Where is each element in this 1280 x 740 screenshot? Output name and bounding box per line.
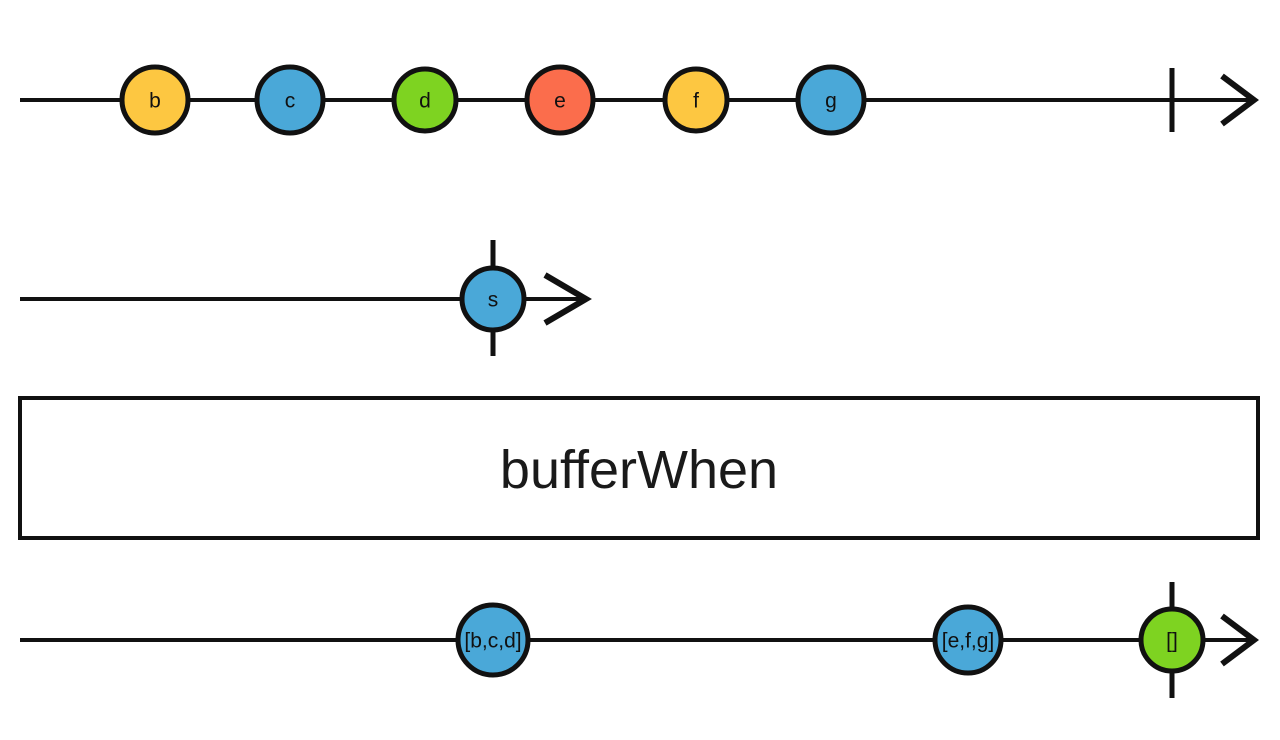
- marble-d-label: d: [419, 90, 431, 113]
- marble-c-label: c: [285, 90, 296, 113]
- marble-b-circle[interactable]: [119, 64, 191, 136]
- marble-buffer-empty-circle[interactable]: [1138, 606, 1206, 674]
- marble-g-circle[interactable]: [795, 64, 867, 136]
- marble-d[interactable]: d: [391, 66, 459, 134]
- operator-box-group: bufferWhen: [18, 396, 1260, 540]
- source-timeline-arrowhead: [1220, 73, 1259, 127]
- marble-b-label: b: [149, 90, 161, 113]
- marble-buffer-empty-label: []: [1166, 630, 1178, 653]
- source-timeline: b c d e f g: [20, 64, 1259, 136]
- marble-buffer-bcd-circle[interactable]: [455, 602, 531, 678]
- marble-b[interactable]: b: [119, 64, 191, 136]
- marble-g-label: g: [825, 90, 837, 113]
- operator-title: bufferWhen: [500, 440, 778, 500]
- marble-buffer-bcd-label: [b,c,d]: [464, 630, 521, 653]
- marble-buffer-efg[interactable]: [e,f,g]: [932, 604, 1004, 676]
- marble-f-label: f: [693, 90, 699, 113]
- marble-buffer-efg-label: [e,f,g]: [942, 630, 995, 653]
- marble-c[interactable]: c: [254, 64, 326, 136]
- marble-e-circle[interactable]: [524, 64, 596, 136]
- marble-g[interactable]: g: [795, 64, 867, 136]
- marble-buffer-bcd[interactable]: [b,c,d]: [455, 602, 531, 678]
- marble-buffer-empty[interactable]: []: [1138, 606, 1206, 674]
- marble-d-circle[interactable]: [391, 66, 459, 134]
- marble-s-circle[interactable]: [459, 265, 527, 333]
- marble-c-circle[interactable]: [254, 64, 326, 136]
- output-timeline-arrowhead: [1220, 613, 1259, 667]
- marble-s[interactable]: s: [459, 265, 527, 333]
- operator-box: [18, 396, 1260, 540]
- closing-selector-timeline: s: [20, 240, 592, 356]
- marble-buffer-efg-circle[interactable]: [932, 604, 1004, 676]
- marble-f-circle[interactable]: [662, 66, 730, 134]
- closing-timeline-arrowhead: [543, 272, 592, 326]
- output-timeline: [b,c,d] [e,f,g] []: [20, 582, 1259, 698]
- marble-s-label: s: [488, 289, 499, 312]
- marble-e[interactable]: e: [524, 64, 596, 136]
- marble-f[interactable]: f: [662, 66, 730, 134]
- marble-e-label: e: [554, 90, 566, 113]
